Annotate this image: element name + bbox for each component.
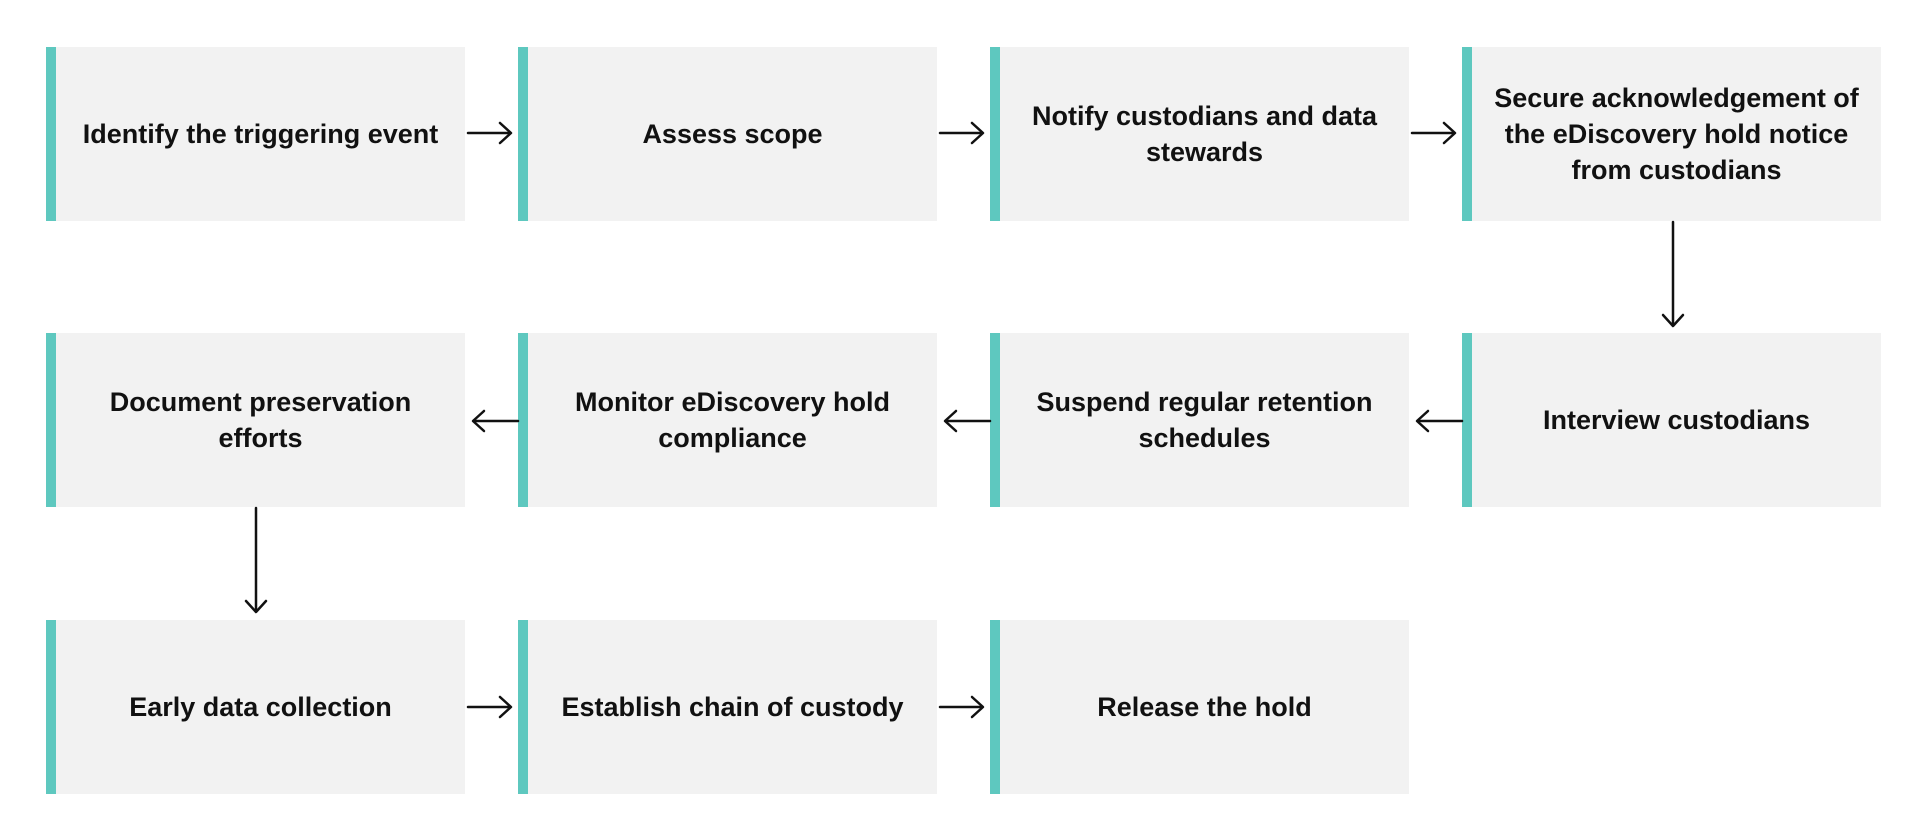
- step-label: Assess scope: [642, 119, 823, 149]
- arrow-down-icon: [244, 506, 268, 614]
- arrow-right-icon: [938, 695, 985, 719]
- arrow-right-icon: [466, 121, 513, 145]
- step-label: Monitor eDiscovery hold compliance: [574, 387, 891, 453]
- step-secure-acknowledgement: Secure acknowledgement of the eDiscovery…: [1462, 47, 1881, 221]
- step-label: Early data collection: [129, 692, 392, 722]
- step-monitor-hold-compliance: Monitor eDiscovery hold compliance: [518, 333, 937, 507]
- step-label: Secure acknowledgement of the eDiscovery…: [1494, 83, 1859, 185]
- step-label: Interview custodians: [1542, 405, 1811, 435]
- arrow-right-icon: [938, 121, 985, 145]
- step-document-preservation-efforts: Document preservation efforts: [46, 333, 465, 507]
- step-label: Suspend regular retention schedules: [1036, 387, 1373, 453]
- arrow-down-icon: [1661, 220, 1685, 328]
- step-suspend-retention-schedules: Suspend regular retention schedules: [990, 333, 1409, 507]
- step-identify-triggering-event: Identify the triggering event: [46, 47, 465, 221]
- step-interview-custodians: Interview custodians: [1462, 333, 1881, 507]
- step-early-data-collection: Early data collection: [46, 620, 465, 794]
- step-release-the-hold: Release the hold: [990, 620, 1409, 794]
- arrow-right-icon: [466, 695, 513, 719]
- step-notify-custodians: Notify custodians and data stewards: [990, 47, 1409, 221]
- step-assess-scope: Assess scope: [518, 47, 937, 221]
- arrow-right-icon: [1410, 121, 1457, 145]
- step-label: Release the hold: [1097, 692, 1312, 722]
- step-label: Establish chain of custody: [561, 692, 904, 722]
- step-label: Notify custodians and data stewards: [1031, 101, 1378, 167]
- arrow-left-icon: [1415, 409, 1464, 433]
- step-label: Document preservation efforts: [109, 387, 412, 453]
- arrow-left-icon: [471, 409, 520, 433]
- arrow-left-icon: [943, 409, 992, 433]
- step-establish-chain-of-custody: Establish chain of custody: [518, 620, 937, 794]
- step-label: Identify the triggering event: [82, 119, 439, 149]
